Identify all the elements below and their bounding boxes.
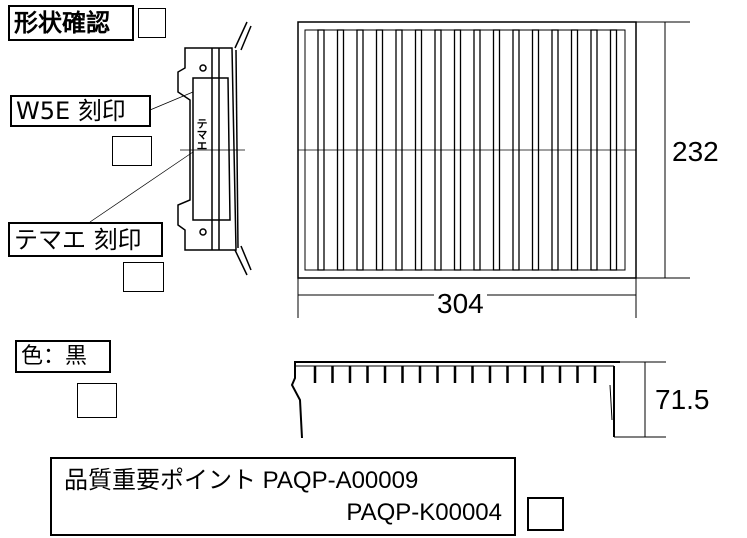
quality-title: 品質重要ポイント PAQP-A00009	[64, 466, 419, 494]
color-checkbox[interactable]	[77, 383, 117, 418]
shape-check-label: 形状確認	[8, 5, 134, 41]
rack-side-view	[290, 361, 620, 439]
rack-wire	[317, 29, 325, 271]
temae-mark-label: テマエ 刻印	[8, 222, 163, 257]
rack-wire	[570, 29, 579, 271]
rack-wire	[512, 29, 520, 271]
rack-wire	[590, 29, 598, 271]
temae-mark-checkbox[interactable]	[123, 262, 164, 292]
quality-points-box: 品質重要ポイント PAQP-A00009 PAQP-K00004	[50, 457, 516, 536]
w5e-mark-label: W5E 刻印	[10, 95, 151, 127]
side-bracket-drawing	[89, 21, 252, 276]
rack-wire	[492, 29, 501, 271]
color-label: 色：黒	[15, 340, 111, 373]
rack-wire	[434, 29, 442, 271]
dimension-height: 232	[672, 136, 719, 167]
w5e-mark-checkbox[interactable]	[112, 136, 152, 166]
dimension-depth: 71.5	[655, 384, 710, 415]
rack-wire	[414, 29, 423, 271]
dimension-width: 304	[434, 290, 487, 318]
rack-wire	[551, 29, 559, 271]
bracket-engraving-text: テマエ	[195, 118, 208, 151]
rack-wire	[609, 29, 618, 271]
rack-wire	[531, 29, 540, 271]
rack-wire	[473, 29, 481, 271]
rack-wire	[336, 29, 345, 271]
quality-checkbox[interactable]	[527, 497, 564, 531]
rack-wire	[375, 29, 384, 271]
shape-check-checkbox[interactable]	[138, 8, 166, 38]
quality-code-2: PAQP-K00004	[346, 498, 502, 526]
rack-wire	[395, 29, 403, 271]
rack-wire	[356, 29, 364, 271]
rack-wire	[453, 29, 462, 271]
rack-top-view	[297, 21, 637, 279]
